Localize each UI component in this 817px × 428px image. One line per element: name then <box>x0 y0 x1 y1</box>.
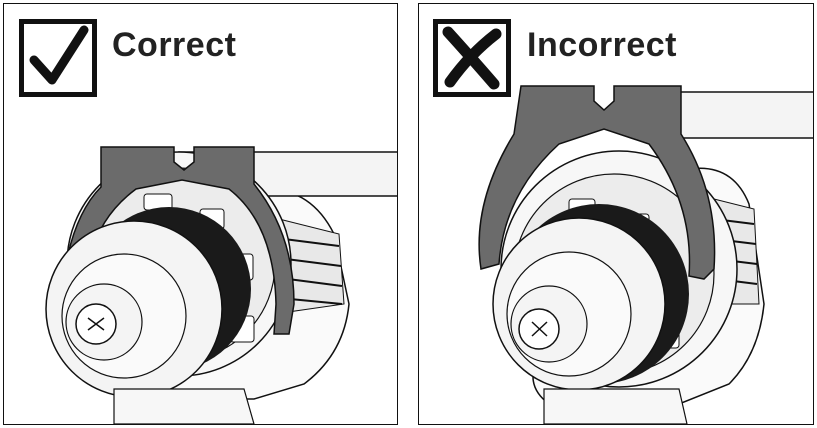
incorrect-panel: Incorrect <box>418 3 814 425</box>
check-icon <box>19 19 97 97</box>
incorrect-label: Incorrect <box>527 26 677 64</box>
x-icon <box>433 19 511 97</box>
correct-label: Correct <box>112 26 237 64</box>
correct-panel: Correct <box>3 3 398 425</box>
tool-illustration-correct <box>45 146 397 424</box>
tool-illustration-incorrect <box>478 85 813 424</box>
